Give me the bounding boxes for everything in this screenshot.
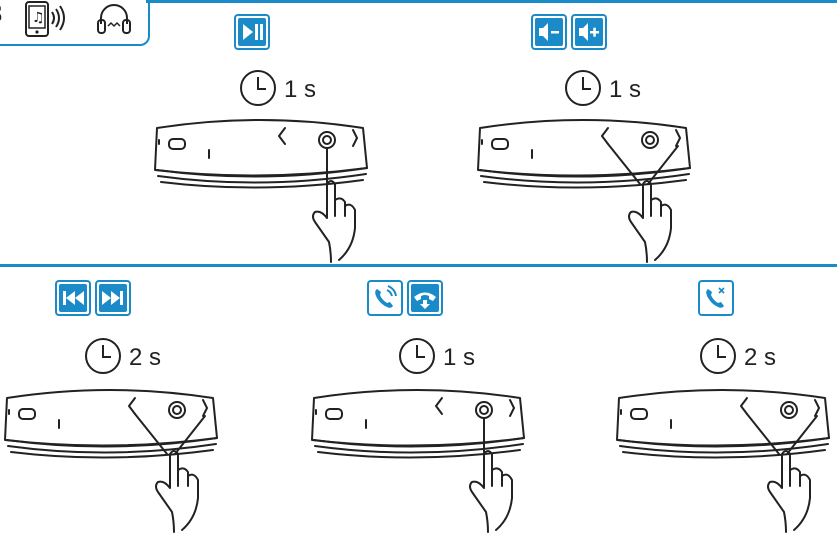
step-number: 3	[0, 0, 2, 29]
volume-down-icon	[539, 23, 559, 41]
panel-call-accept-end: 1 s	[305, 276, 535, 536]
volume-up-icon	[579, 23, 599, 41]
next-track-button[interactable]	[95, 280, 131, 316]
clock-icon	[700, 338, 736, 374]
hold-duration: 1 s	[609, 76, 642, 103]
end-call-button[interactable]	[407, 280, 443, 316]
hold-timer: 1 s	[563, 68, 641, 108]
next-track-icon	[102, 291, 123, 305]
volume-up-button[interactable]	[571, 14, 607, 50]
top-divider	[146, 0, 837, 3]
headphones-icon	[97, 4, 131, 34]
hold-timer: 1 s	[238, 68, 316, 108]
previous-track-icon	[63, 291, 84, 305]
hold-duration: 2 s	[129, 344, 162, 371]
reject-call-icon	[706, 287, 725, 308]
panel-call-reject: 2 s	[610, 276, 837, 536]
reject-call-button[interactable]	[698, 280, 734, 316]
clock-icon	[565, 70, 601, 106]
smartphone-music-icon: ♫	[25, 1, 65, 37]
volume-down-button[interactable]	[531, 14, 567, 50]
play-pause-button[interactable]	[234, 14, 270, 50]
clock-icon	[240, 70, 276, 106]
hold-duration: 1 s	[443, 344, 476, 371]
hold-duration: 1 s	[284, 76, 317, 103]
clock-icon	[85, 338, 121, 374]
end-call-icon	[414, 292, 436, 309]
hold-timer: 2 s	[698, 336, 776, 376]
previous-track-button[interactable]	[55, 280, 91, 316]
mode-badge: 3 ♫	[0, 0, 150, 46]
panel-play-pause: 1 s	[150, 10, 380, 260]
hold-duration: 2 s	[744, 344, 777, 371]
middle-divider	[0, 264, 837, 267]
svg-text:♫: ♫	[32, 10, 45, 26]
panel-track-skip: 2 s	[5, 276, 235, 536]
hold-timer: 1 s	[397, 336, 475, 376]
hold-timer: 2 s	[83, 336, 161, 376]
panel-volume: 1 s	[475, 10, 705, 260]
accept-call-icon	[375, 285, 397, 308]
accept-call-button[interactable]	[367, 280, 403, 316]
play-pause-icon	[243, 24, 263, 40]
clock-icon	[399, 338, 435, 374]
